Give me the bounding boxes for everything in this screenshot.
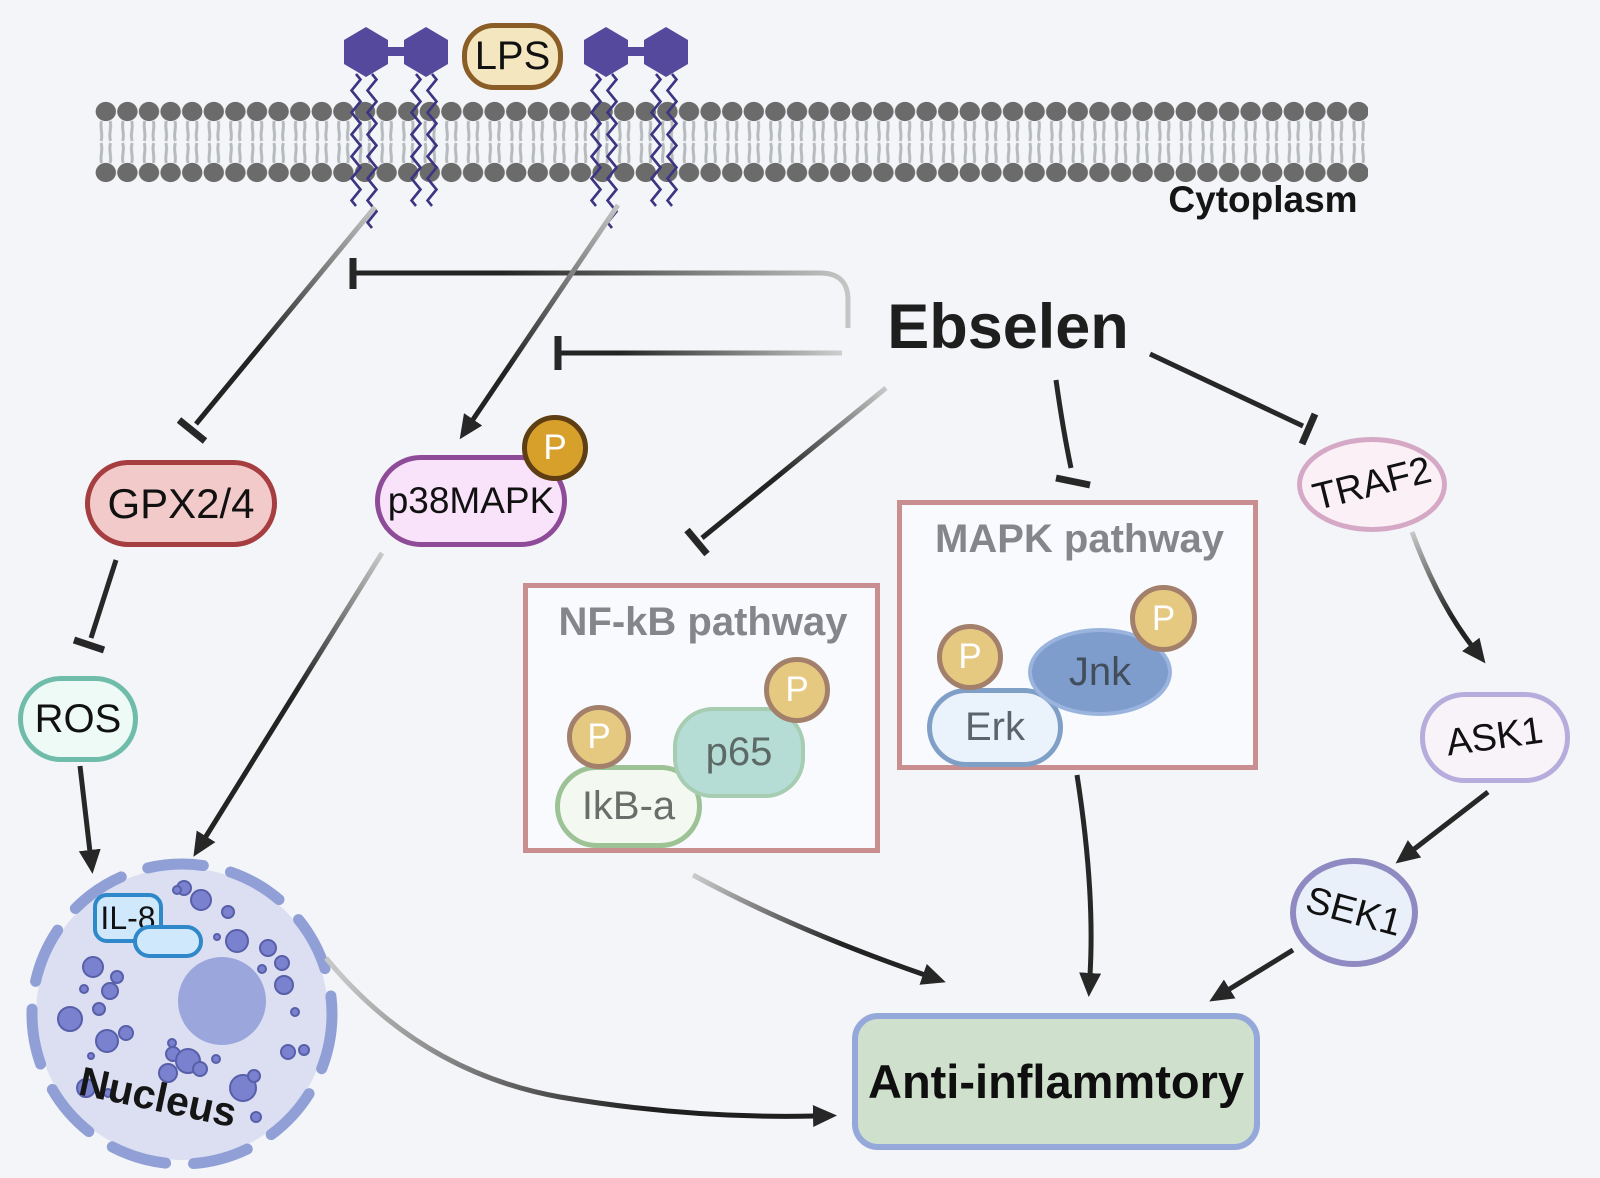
edge-traf2-ask1 xyxy=(1409,531,1486,664)
ebselen-title: Ebselen xyxy=(887,292,1129,362)
phospho-icon-ikba: P xyxy=(567,705,631,769)
phospho-icon-p65: P xyxy=(764,657,830,723)
edge-ebselen-nfkb xyxy=(700,386,888,540)
traf2-node: TRAF2 xyxy=(1297,437,1447,532)
edge-receptor1-gpx xyxy=(194,205,377,426)
edge-nfkb-outcome xyxy=(691,872,946,985)
nfkb-pathway-title: NF-kB pathway xyxy=(558,600,848,644)
edge-ebselen-mapk xyxy=(1053,379,1074,469)
mapk-pathway-title: MAPK pathway xyxy=(935,517,1224,561)
gpx2-4-node: GPX2/4 xyxy=(85,460,277,547)
edge-receptor2-p38 xyxy=(459,203,621,440)
edge-sek1-outcome xyxy=(1209,947,1295,1002)
ros-node: ROS xyxy=(18,676,138,762)
phospho-icon-jnk: P xyxy=(1130,585,1197,652)
il8-partner-pill xyxy=(133,925,203,958)
edge-ros-nucleus xyxy=(77,765,101,874)
erk-node: Erk xyxy=(927,688,1063,767)
edge-p38-nucleus xyxy=(193,551,385,857)
nuclear-envelope xyxy=(26,858,338,1170)
p65-node: p65 xyxy=(673,707,805,798)
phospho-icon-erk: P xyxy=(937,624,1003,690)
nucleolus xyxy=(178,957,266,1045)
edge-ebselen-inhibits-receptor1 xyxy=(356,270,851,328)
p38mapk-node: p38MAPK xyxy=(375,455,567,547)
edge-mapk-outcome xyxy=(1074,774,1102,997)
phospho-icon-p38: P xyxy=(522,415,588,481)
edge-ebselen-traf2 xyxy=(1148,351,1305,429)
ask1-node: ASK1 xyxy=(1420,692,1570,783)
edge-nucleus-outcome xyxy=(324,956,837,1128)
cell-membrane xyxy=(95,101,1368,183)
ikba-node: IkB-a xyxy=(555,765,702,848)
anti-inflammatory-outcome: Anti-inflammtory xyxy=(852,1013,1260,1150)
sek1-node: SEK1 xyxy=(1290,858,1418,967)
cytoplasm-label: Cytoplasm xyxy=(1168,179,1358,220)
lps-label: LPS xyxy=(462,23,563,90)
edge-gpx-ros xyxy=(88,559,119,639)
lps-receptor-1 xyxy=(344,27,448,229)
lps-receptor-2 xyxy=(584,27,688,229)
edge-ask1-sek1 xyxy=(1395,790,1490,864)
